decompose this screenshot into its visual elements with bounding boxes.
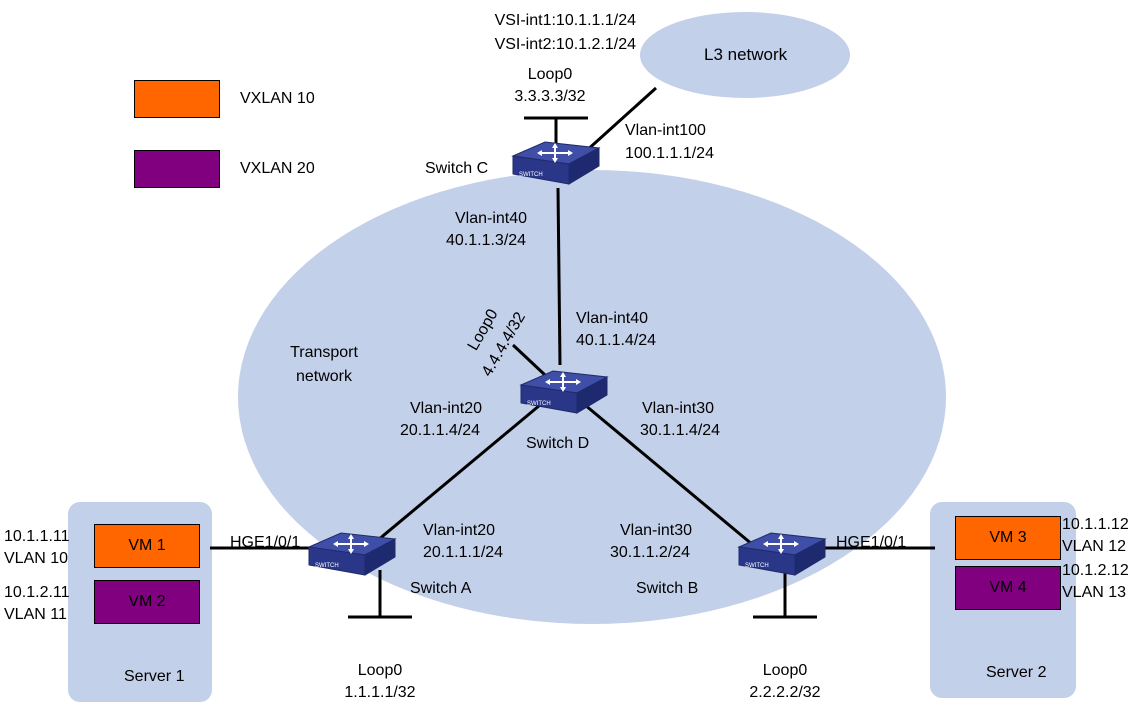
loop-d-stem [511, 343, 547, 377]
switch-c-vsi-int1: VSI-int1:10.1.1.1/24 [494, 12, 636, 29]
switch-c-uplink-ip: 100.1.1.1/24 [625, 145, 714, 162]
vm3-label: VM 3 [989, 529, 1027, 546]
vm4-ip: 10.1.2.12 [1062, 562, 1129, 579]
switch-d-icon-text: SWITCH [527, 401, 551, 407]
switch-d-left-ip: 20.1.1.4/24 [400, 422, 481, 439]
vm2-label: VM 2 [128, 593, 166, 610]
legend-swatch-vxlan10 [134, 80, 220, 118]
switch-b-ip: 30.1.1.2/24 [610, 544, 691, 561]
switch-a-name: Switch A [410, 580, 472, 597]
switch-b-port: HGE1/0/1 [836, 534, 907, 551]
switch-c-down-iface: Vlan-int40 [455, 210, 528, 227]
switch-d-up-ip: 40.1.1.4/24 [576, 332, 657, 349]
switch-b-name: Switch B [636, 580, 699, 597]
switch-a-loop-ip: 1.1.1.1/32 [344, 684, 416, 701]
l3-network-cloud [640, 12, 850, 98]
legend-label-vxlan10: VXLAN 10 [240, 90, 315, 107]
switch-b-loop-name: Loop0 [762, 662, 808, 679]
switch-b-iface: Vlan-int30 [620, 522, 693, 539]
switch-d-name: Switch D [526, 435, 590, 452]
switch-d-up-iface: Vlan-int40 [576, 310, 649, 327]
switch-c-loop-name: Loop0 [527, 66, 573, 83]
switch-c-icon: SWITCH [511, 141, 601, 185]
switch-d-right-iface: Vlan-int30 [642, 400, 715, 417]
switch-c-name: Switch C [425, 160, 489, 177]
switch-b-icon-text: SWITCH [745, 563, 769, 569]
vm4-label: VM 4 [989, 579, 1027, 596]
vm3-ip: 10.1.1.12 [1062, 516, 1129, 533]
vm1-label: VM 1 [128, 537, 166, 554]
transport-network-label-line1: Transport [290, 344, 358, 361]
legend-swatch-vxlan20 [134, 150, 220, 188]
switch-d-left-iface: Vlan-int20 [410, 400, 483, 417]
vm3-vlan: VLAN 12 [1062, 538, 1127, 555]
switch-a-icon: SWITCH [307, 532, 397, 576]
link-c-l3 [583, 86, 658, 154]
vm4-box: VM 4 [955, 566, 1061, 610]
switch-c-uplink-iface: Vlan-int100 [625, 122, 706, 139]
l3-network-label: L3 network [704, 45, 788, 64]
server1-name: Server 1 [124, 668, 185, 685]
switch-c-vsi-int2: VSI-int2:10.1.2.1/24 [494, 36, 636, 53]
vm1-box: VM 1 [94, 524, 200, 568]
switch-b-icon: SWITCH [737, 532, 827, 576]
switch-c-down-ip: 40.1.1.3/24 [446, 232, 527, 249]
switch-d-icon: SWITCH [519, 370, 609, 414]
vm1-vlan: VLAN 10 [4, 550, 69, 567]
switch-a-iface: Vlan-int20 [423, 522, 496, 539]
switch-d-right-ip: 30.1.1.4/24 [640, 422, 721, 439]
link-d-b [584, 403, 766, 557]
transport-network-label-line2: network [295, 368, 353, 385]
vm3-box: VM 3 [955, 516, 1061, 560]
switch-a-port: HGE1/0/1 [230, 534, 301, 551]
vm2-ip: 10.1.2.11 [4, 584, 70, 601]
switch-a-loop-name: Loop0 [357, 662, 403, 679]
vm2-box: VM 2 [94, 580, 200, 624]
link-c-d [556, 187, 562, 366]
vm4-vlan: VLAN 13 [1062, 584, 1127, 601]
vm2-vlan: VLAN 11 [4, 606, 67, 623]
switch-c-loop-ip: 3.3.3.3/32 [514, 88, 586, 105]
server2-name: Server 2 [986, 664, 1047, 681]
switch-a-ip: 20.1.1.1/24 [423, 544, 504, 561]
switch-a-icon-text: SWITCH [315, 563, 339, 569]
switch-c-icon-text: SWITCH [519, 172, 543, 178]
legend-label-vxlan20: VXLAN 20 [240, 160, 315, 177]
link-d-a [359, 403, 541, 557]
vm1-ip: 10.1.1.11 [4, 528, 70, 545]
switch-b-loop-ip: 2.2.2.2/32 [749, 684, 821, 701]
